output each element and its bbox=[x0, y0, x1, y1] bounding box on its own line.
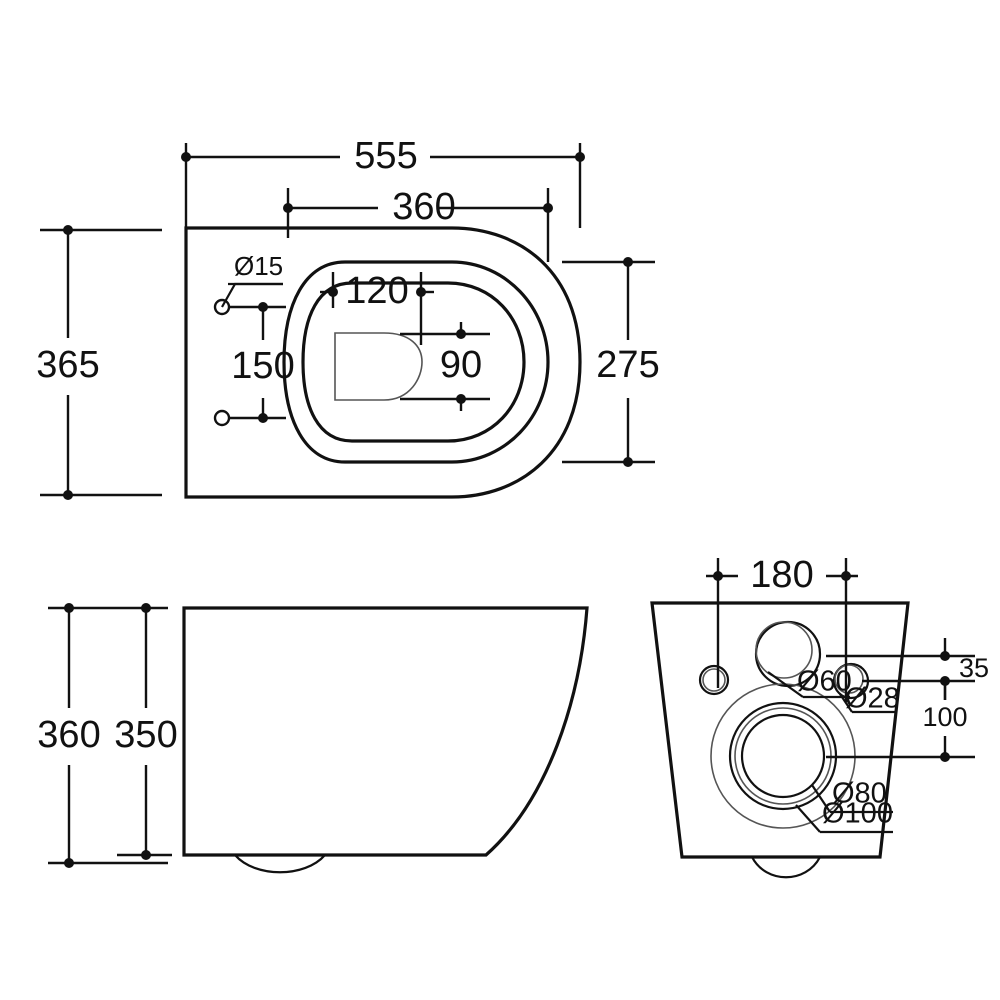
dim-label-180: 180 bbox=[750, 554, 813, 596]
outlet-ring-dia80 bbox=[740, 713, 826, 799]
dim-label-dia100: Ø100 bbox=[822, 798, 893, 830]
dim-label-360-side: 360 bbox=[37, 714, 100, 756]
leader-line-dia28 bbox=[839, 693, 853, 713]
dia28-hole-inner bbox=[834, 664, 864, 694]
top-view-seat-detail bbox=[334, 332, 423, 401]
dim-dot-90-bottom bbox=[456, 394, 466, 404]
dim-dot-555-right bbox=[575, 152, 585, 162]
dim-dot-275-bottom bbox=[623, 457, 633, 467]
front-view-base-bump bbox=[751, 856, 821, 879]
dim-label-150: 150 bbox=[231, 345, 294, 387]
dim-label-90: 90 bbox=[440, 344, 482, 386]
dim-dot-150-top bbox=[258, 302, 268, 312]
dim-dot-120-left bbox=[328, 287, 338, 297]
dimension-150: 150 bbox=[228, 302, 295, 423]
dim-label-dia28: Ø28 bbox=[845, 683, 900, 715]
dim-dot-150-bottom bbox=[258, 413, 268, 423]
dimension-120: 120 bbox=[320, 270, 434, 345]
dim-label-555: 555 bbox=[354, 135, 417, 177]
leader-line-dia80 bbox=[811, 784, 831, 813]
dimension-365: 365 bbox=[36, 225, 162, 500]
dim-dot-360-left bbox=[283, 203, 293, 213]
dim-label-35: 35 bbox=[959, 653, 989, 683]
side-view-outline bbox=[182, 606, 589, 857]
dimension-350-side: 350 bbox=[114, 603, 178, 860]
leader-line-dia100 bbox=[795, 804, 821, 833]
dim-dot-365-top bbox=[63, 225, 73, 235]
front-small-hole-inner bbox=[702, 668, 726, 692]
dimension-90: 90 bbox=[400, 322, 490, 411]
dim-dot-275-top bbox=[623, 257, 633, 267]
front-small-hole-outer bbox=[698, 664, 730, 696]
dim-label-dia60: Ø60 bbox=[797, 666, 852, 698]
dim-dot-35-top bbox=[940, 651, 950, 661]
front-view-group: 180 35 100 Ø60 Ø28 bbox=[650, 554, 989, 879]
dim-label-dia80: Ø80 bbox=[832, 778, 887, 810]
leader-line-dia60 bbox=[767, 671, 804, 698]
diameter-28-callout: Ø28 bbox=[839, 683, 900, 715]
dim-dot-360-right bbox=[543, 203, 553, 213]
dim-dot-180-left bbox=[713, 571, 723, 581]
dim-dot-360side-bottom bbox=[64, 858, 74, 868]
dimension-360-top: 360 bbox=[283, 186, 553, 262]
diameter-15-callout: Ø15 bbox=[213, 251, 283, 427]
outlet-ring-dia100-inner bbox=[734, 707, 832, 805]
top-view-bowl-inner-outline bbox=[301, 281, 526, 443]
front-view-outline bbox=[650, 601, 910, 859]
dimension-35-100: 35 100 bbox=[826, 638, 989, 762]
dim-dot-360side-top bbox=[64, 603, 74, 613]
dim-label-120: 120 bbox=[345, 270, 408, 312]
dim-label-350-side: 350 bbox=[114, 714, 177, 756]
flush-inlet-inner-ring bbox=[755, 621, 813, 679]
dim-dot-350side-top bbox=[141, 603, 151, 613]
top-view-group: 555 360 365 bbox=[36, 135, 660, 500]
diameter-60-callout: Ø60 bbox=[767, 666, 852, 699]
dimension-275: 275 bbox=[562, 257, 660, 467]
leader-line-dia15 bbox=[221, 282, 283, 308]
dimension-180: 180 bbox=[706, 554, 858, 702]
side-view-base-bump bbox=[234, 854, 326, 874]
dim-label-360-top: 360 bbox=[392, 186, 455, 228]
dim-label-dia15: Ø15 bbox=[234, 251, 283, 281]
dim-label-365: 365 bbox=[36, 344, 99, 386]
outlet-ring-dia100 bbox=[728, 701, 838, 811]
dim-dot-350side-bottom bbox=[141, 850, 151, 860]
side-view-group: 360 350 bbox=[37, 603, 589, 874]
dim-dot-555-left bbox=[181, 152, 191, 162]
dim-label-100-vert: 100 bbox=[922, 702, 967, 732]
dim-label-275: 275 bbox=[596, 344, 659, 386]
dim-dot-120-right bbox=[416, 287, 426, 297]
diameter-100-callout: Ø100 bbox=[795, 798, 893, 834]
dim-dot-180-right bbox=[841, 571, 851, 581]
top-view-rim-outline bbox=[282, 260, 550, 464]
diameter-80-callout: Ø80 bbox=[811, 778, 893, 814]
dim-dot-365-bottom bbox=[63, 490, 73, 500]
dim-dot-100-bottom bbox=[940, 752, 950, 762]
dim-dot-90-top bbox=[456, 329, 466, 339]
fixing-hole-lower bbox=[213, 409, 231, 427]
top-view-outer-outline bbox=[184, 226, 582, 499]
dimension-555: 555 bbox=[181, 135, 585, 228]
